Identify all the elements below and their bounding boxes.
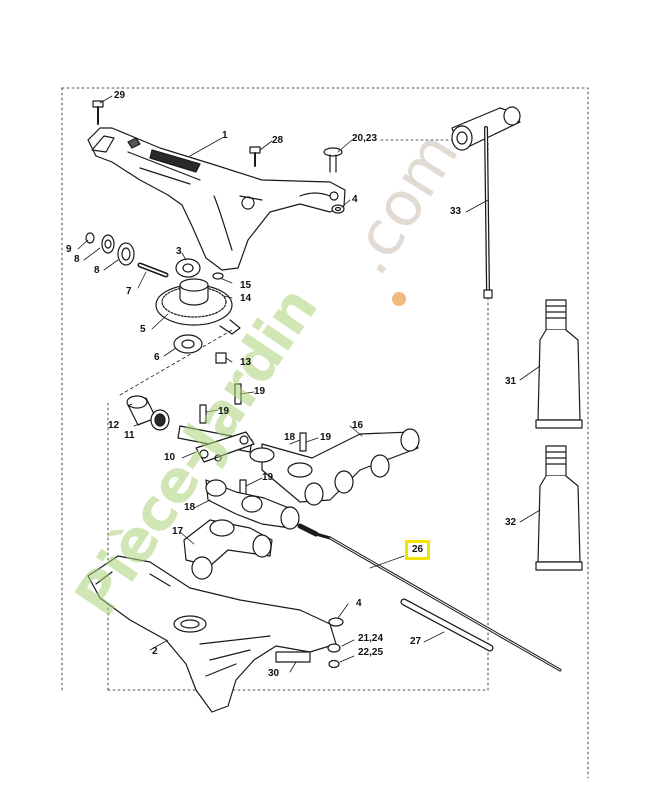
callout-6: 6 [154, 352, 160, 363]
bevel-gear-5 [155, 278, 241, 335]
grease-tube-31 [535, 299, 583, 429]
callout-19c: 19 [320, 432, 332, 443]
inner-dotted-frame [107, 139, 489, 691]
callout-14: 14 [240, 293, 252, 304]
callout-30: 30 [268, 668, 280, 679]
screw-28 [249, 146, 261, 167]
crank-arm-16 [249, 428, 420, 506]
seal-11 [150, 409, 170, 431]
callout-12: 12 [108, 420, 120, 431]
callout-22-25: 22,25 [358, 647, 384, 658]
leader-lines [77, 95, 541, 673]
washer-4-bottom [328, 617, 344, 627]
callout-27: 27 [410, 636, 422, 647]
callout-21-24: 21,24 [358, 633, 384, 644]
callout-1: 1 [222, 130, 228, 141]
gear-housing-lower [87, 555, 337, 713]
screw-29 [92, 100, 104, 125]
callout-20-23: 20,23 [352, 133, 378, 144]
crank-arm-18 [205, 479, 300, 530]
callout-13: 13 [240, 357, 252, 368]
dashed-guide [119, 329, 233, 396]
bushing-12 [126, 395, 157, 426]
callout-19d: 19 [262, 472, 274, 483]
callout-19b: 19 [218, 406, 230, 417]
callout-26-highlighted[interactable]: 26 [405, 540, 431, 560]
callout-11: 11 [124, 430, 135, 441]
nut-4-top [331, 204, 345, 214]
combination-wrench-33 [451, 106, 521, 299]
callout-19a: 19 [254, 386, 266, 397]
drive-shaft-26 [297, 523, 562, 672]
callout-8b: 8 [94, 265, 100, 276]
pins-19 [199, 383, 307, 501]
shaft-bearings-left [85, 232, 169, 278]
outer-dotted-frame [61, 87, 589, 779]
callout-15: 15 [240, 280, 252, 291]
callout-16: 16 [352, 420, 364, 431]
callout-2: 2 [152, 646, 158, 657]
callout-9: 9 [66, 244, 72, 255]
callout-32: 32 [505, 517, 517, 528]
callout-3: 3 [176, 246, 182, 257]
callout-33: 33 [450, 206, 462, 217]
callout-8a: 8 [74, 254, 80, 265]
crank-arm-17 [183, 519, 273, 580]
callout-4-bottom: 4 [356, 598, 362, 609]
bolt-20-23 [323, 147, 343, 173]
watermark-dot [392, 292, 406, 306]
grease-tube-32 [535, 445, 583, 571]
gear-housing-upper [87, 127, 346, 271]
tube-27 [400, 598, 494, 652]
callout-4-top: 4 [352, 194, 358, 205]
plate-30 [275, 651, 311, 663]
washers-21-25 [327, 643, 341, 669]
callout-10: 10 [164, 452, 176, 463]
bearing-3 [175, 258, 201, 278]
callout-17: 17 [172, 526, 184, 537]
callout-18a: 18 [284, 432, 296, 443]
callout-29: 29 [114, 90, 126, 101]
callout-28: 28 [272, 135, 284, 146]
callout-31: 31 [505, 376, 517, 387]
link-arm-10 [177, 425, 255, 463]
callout-5: 5 [140, 324, 146, 335]
callout-7: 7 [126, 286, 132, 297]
bearing-6 [173, 334, 203, 354]
callout-18b: 18 [184, 502, 196, 513]
